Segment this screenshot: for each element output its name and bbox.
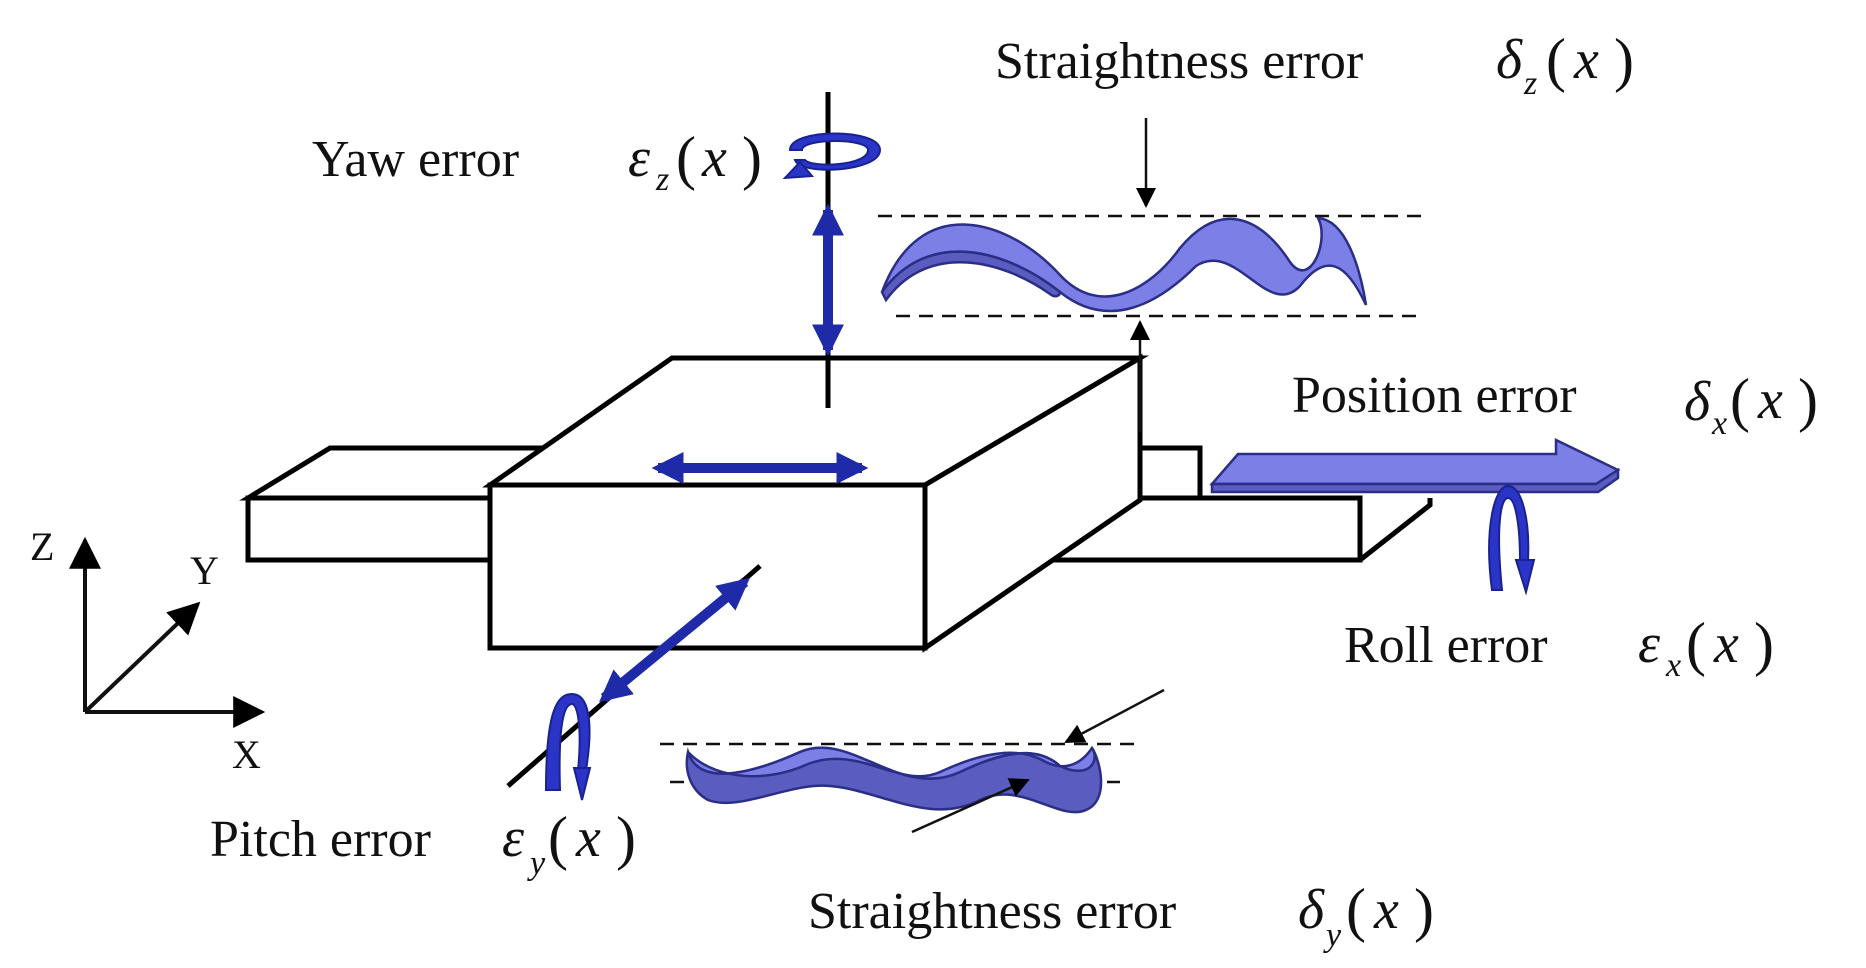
straightness-y-label: Straightness error δ y ( x ) [808, 877, 1434, 954]
straightness-z-wave [878, 118, 1430, 432]
svg-text:): ) [616, 805, 636, 871]
svg-text:(: ( [1346, 877, 1366, 943]
coordinate-axes: Z Y X [30, 524, 266, 777]
svg-text:Position error: Position error [1292, 367, 1577, 424]
svg-text:Pitch error: Pitch error [210, 811, 431, 868]
svg-text:(: ( [1546, 27, 1566, 93]
svg-text:(: ( [1686, 611, 1706, 677]
y-axis-label: Y [190, 548, 219, 593]
svg-text:): ) [742, 125, 762, 191]
svg-text:): ) [1614, 27, 1634, 93]
yaw-rotation-icon [782, 132, 882, 180]
pitch-rotation-icon [544, 692, 592, 801]
svg-text:y: y [1323, 917, 1342, 954]
svg-text:): ) [1414, 877, 1434, 943]
yaw-error-label: Yaw error ε z ( x ) [312, 125, 762, 198]
svg-text:x: x [701, 127, 727, 189]
svg-text:x: x [1573, 29, 1599, 91]
svg-text:): ) [1798, 367, 1818, 433]
svg-text:Roll error: Roll error [1344, 617, 1548, 674]
straightness-y-wave [660, 688, 1165, 834]
roll-rotation-icon [1488, 484, 1536, 596]
svg-text:ε: ε [1638, 613, 1661, 675]
svg-text:Yaw error: Yaw error [312, 131, 519, 188]
svg-text:Straightness error: Straightness error [808, 883, 1176, 940]
carriage-block [482, 353, 1150, 653]
x-axis-label: X [232, 732, 261, 777]
svg-text:x: x [1757, 369, 1783, 431]
pitch-error-label: Pitch error ε y ( x ) [210, 805, 636, 882]
svg-text:x: x [1665, 647, 1681, 684]
svg-text:x: x [1711, 405, 1727, 442]
svg-text:z: z [655, 161, 669, 198]
position-error-arrow [1209, 438, 1621, 494]
svg-text:Straightness error: Straightness error [995, 33, 1363, 90]
svg-text:(: ( [1730, 367, 1750, 433]
svg-text:ε: ε [628, 127, 651, 189]
z-axis-label: Z [30, 524, 54, 569]
svg-text:): ) [1754, 611, 1774, 677]
svg-text:δ: δ [1298, 879, 1325, 941]
svg-text:x: x [1373, 879, 1399, 941]
svg-text:δ: δ [1684, 371, 1711, 433]
svg-text:x: x [1713, 613, 1739, 675]
left-rail [239, 445, 543, 563]
svg-text:ε: ε [502, 807, 525, 869]
straightness-z-label: Straightness error δ z ( x ) [995, 27, 1634, 102]
y-translation-arrow [599, 577, 750, 703]
svg-text:x: x [575, 807, 601, 869]
svg-text:(: ( [676, 125, 696, 191]
position-error-label: Position error δ x ( x ) [1292, 367, 1818, 442]
svg-text:δ: δ [1496, 29, 1523, 91]
svg-text:(: ( [548, 805, 568, 871]
svg-text:z: z [1523, 65, 1537, 102]
svg-text:y: y [527, 845, 546, 882]
roll-error-label: Roll error ε x ( x ) [1344, 611, 1774, 684]
